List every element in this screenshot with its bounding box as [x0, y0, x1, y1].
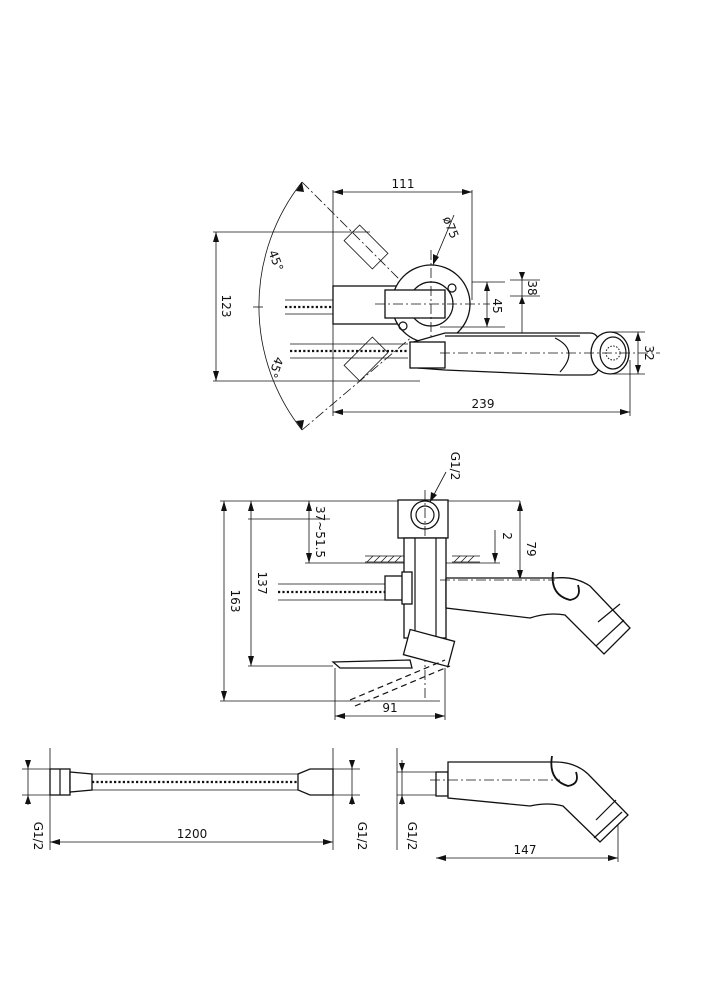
dim-offset-45: 45 — [490, 298, 504, 313]
thread-hose-right: G1/2 — [355, 822, 369, 851]
hose-length-1200: 1200 — [177, 827, 208, 841]
angle-lower-45: 45° — [266, 355, 286, 380]
dim-head-32: 32 — [642, 345, 656, 360]
dim-adjust-37-51: 37~51.5 — [313, 506, 327, 558]
hose-view: G1/2 G1/2 1200 — [22, 748, 369, 850]
dim-gap-2: 2 — [500, 532, 514, 540]
dim-mid-137: 137 — [255, 572, 269, 595]
thread-hose-left: G1/2 — [31, 822, 45, 851]
handset-view: G1/2 147 — [396, 748, 629, 862]
hose-nut-right — [297, 768, 334, 796]
side-view: 163 137 37~51.5 — [220, 452, 631, 720]
side-handset — [445, 577, 631, 655]
thread-side-g12: G1/2 — [448, 452, 462, 481]
handset-body — [447, 761, 629, 843]
handset-hook — [550, 755, 578, 787]
dim-depth-91: 91 — [382, 701, 397, 715]
dim-width-111: 111 — [392, 177, 415, 191]
dim-diameter-75: ø75 — [440, 214, 461, 240]
dim-spout-38: 38 — [525, 280, 539, 295]
thread-handset-g12: G1/2 — [405, 822, 419, 851]
dim-total-height-163: 163 — [228, 590, 242, 613]
dim-spout-79: 79 — [524, 541, 538, 556]
wall-hatch — [365, 555, 480, 563]
angle-upper-45: 45° — [266, 248, 286, 273]
dim-total-239: 239 — [472, 397, 495, 411]
top-view: 111 123 45° 45° — [213, 177, 660, 431]
lever — [402, 628, 456, 668]
side-hook — [551, 571, 580, 601]
handset-length-147: 147 — [514, 843, 537, 857]
dim-height-123: 123 — [219, 295, 233, 318]
